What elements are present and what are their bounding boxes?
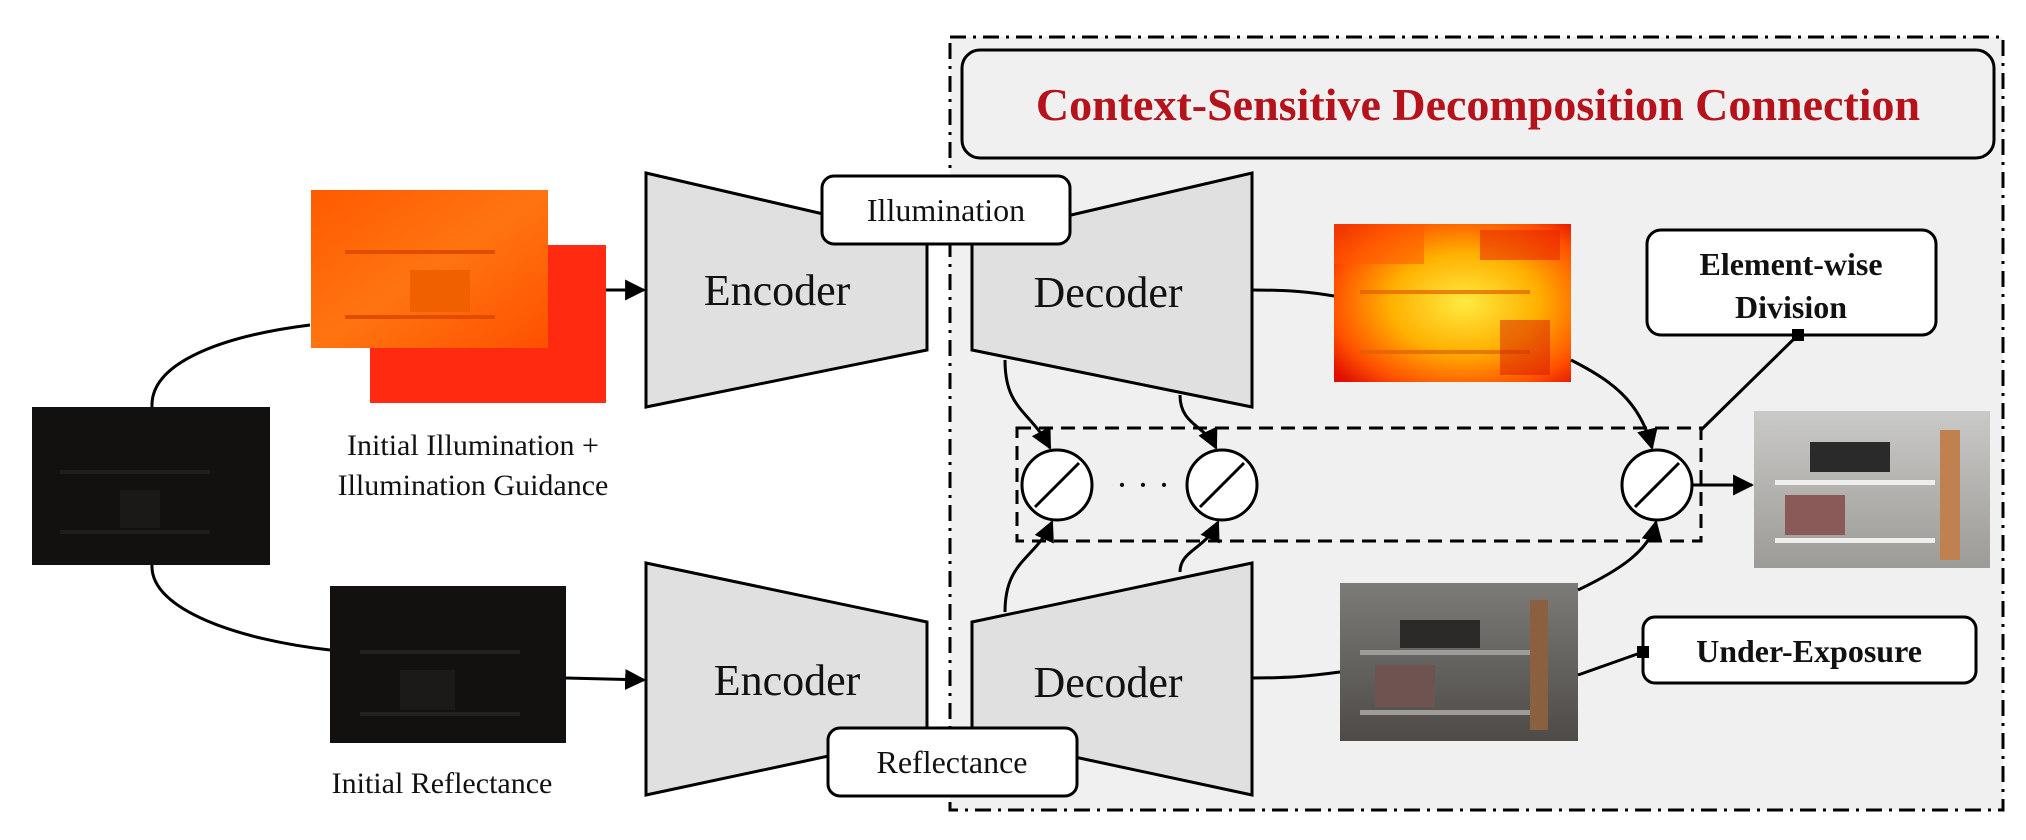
enhanced-output-image — [1754, 411, 1990, 568]
element-wise-label-2: Division — [1735, 289, 1847, 325]
decoder-top-to-op1 — [1003, 359, 1052, 450]
element-wise-pointer — [1699, 329, 1804, 432]
under-exposure-pointer — [1577, 646, 1649, 677]
decoder-bottom-to-reflectance-image — [1251, 670, 1341, 680]
reflectance-tag — [826, 726, 1079, 798]
initial-reflectance-label: Initial Reflectance — [332, 767, 553, 800]
illumination-tag — [820, 174, 1072, 246]
circle-slash-icon — [1620, 448, 1694, 522]
encoder-top-label: Encoder — [704, 266, 851, 315]
decoder-bottom-label: Decoder — [1033, 658, 1182, 707]
heatmap-to-op3 — [1570, 358, 1658, 451]
arrow-to-encoder-bottom — [565, 669, 647, 691]
initial-illumination-label-2: Illumination Guidance — [338, 469, 609, 502]
input-to-illumination-curve — [150, 323, 311, 408]
panel-title: Context-Sensitive Decomposition Connecti… — [1036, 79, 1920, 130]
reflectance-tag-label: Reflectance — [877, 744, 1028, 780]
element-wise-division-box — [1645, 228, 1938, 337]
decoder-bottom-to-op1 — [1003, 520, 1054, 613]
input-low-light-image — [32, 407, 270, 565]
circle-slash-icon — [1185, 448, 1259, 522]
initial-illumination-label-1: Initial Illumination + — [347, 429, 599, 462]
illumination-heatmap-image — [1334, 224, 1571, 382]
title-box — [960, 48, 1996, 160]
reflectance-output-image — [1340, 583, 1578, 741]
decoder-top-to-heatmap — [1251, 288, 1335, 298]
decoder-top-to-op2 — [1178, 394, 1218, 450]
element-wise-label-1: Element-wise — [1699, 246, 1882, 282]
division-group — [1015, 426, 1703, 543]
decoder-bottom-to-op2 — [1178, 520, 1220, 573]
initial-illumination-image — [311, 190, 606, 403]
circle-slash-icon — [1020, 448, 1094, 522]
illumination-tag-label: Illumination — [867, 192, 1025, 228]
input-to-reflectance-curve — [150, 564, 331, 652]
encoder-bottom-label: Encoder — [714, 656, 861, 705]
decoder-top-label: Decoder — [1033, 268, 1182, 317]
reflectance-image-to-op3 — [1577, 519, 1663, 592]
initial-reflectance-image — [330, 586, 566, 743]
under-exposure-label: Under-Exposure — [1696, 633, 1922, 669]
operator-ellipsis: · · · — [1116, 465, 1170, 505]
